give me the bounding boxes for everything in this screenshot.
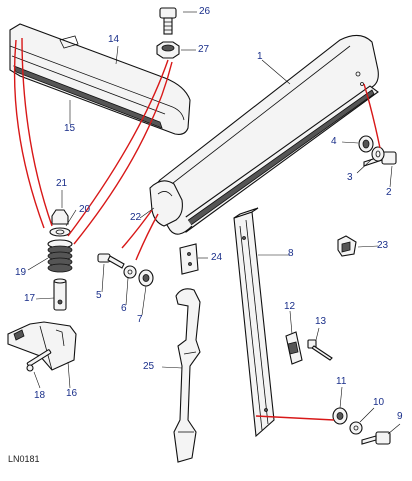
callout-2: 2 [386,187,392,198]
callout-20: 20 [79,204,91,215]
callout-7: 7 [137,314,143,325]
cap-21 [51,209,69,225]
callout-1: 1 [257,51,263,62]
callout-11: 11 [336,376,347,387]
bracket-12 [285,331,303,365]
callout-9: 9 [397,411,403,422]
callout-16: 16 [66,388,78,399]
leader-lines [27,11,401,435]
pin-17 [53,278,67,311]
washer-10 [349,421,363,435]
callout-25: 25 [143,361,155,372]
nut-11 [332,407,348,425]
callout-27: 27 [198,44,210,55]
washer-6 [123,265,137,279]
callout-15: 15 [64,123,76,134]
callout-22: 22 [130,212,142,223]
strap-25 [173,288,201,463]
callout-5: 5 [96,290,102,301]
assembly-lines [13,37,381,421]
bracket-16 [7,321,77,371]
clip-23 [337,235,357,257]
channel-8 [233,207,275,438]
cover-1 [152,34,379,235]
nut-27 [156,41,180,59]
callout-23: 23 [377,240,389,251]
screw-13 [307,339,333,361]
nut-4 [358,135,374,153]
bolt-26 [159,7,177,35]
callout-4: 4 [331,136,337,147]
spring-19 [47,239,73,273]
nut-7 [138,269,154,287]
callout-14: 14 [108,34,120,45]
callout-8: 8 [288,248,294,259]
callout-18: 18 [34,390,46,401]
callout-21: 21 [56,178,68,189]
callout-6: 6 [121,303,127,314]
callout-13: 13 [315,316,327,327]
plate-24 [179,243,199,275]
callout-26: 26 [199,6,211,17]
callout-24: 24 [211,252,223,263]
pin-18 [26,349,52,372]
bolt-9 [361,431,391,445]
callout-3: 3 [347,172,353,183]
washer-3 [371,146,385,162]
callout-17: 17 [24,293,36,304]
callout-10: 10 [373,397,385,408]
callout-19: 19 [15,267,27,278]
bolt-5 [97,253,125,269]
washer-20 [49,227,71,237]
callout-12: 12 [284,301,296,312]
diagram-reference: LN0181 [8,454,40,464]
rail-upper-left [9,23,191,135]
